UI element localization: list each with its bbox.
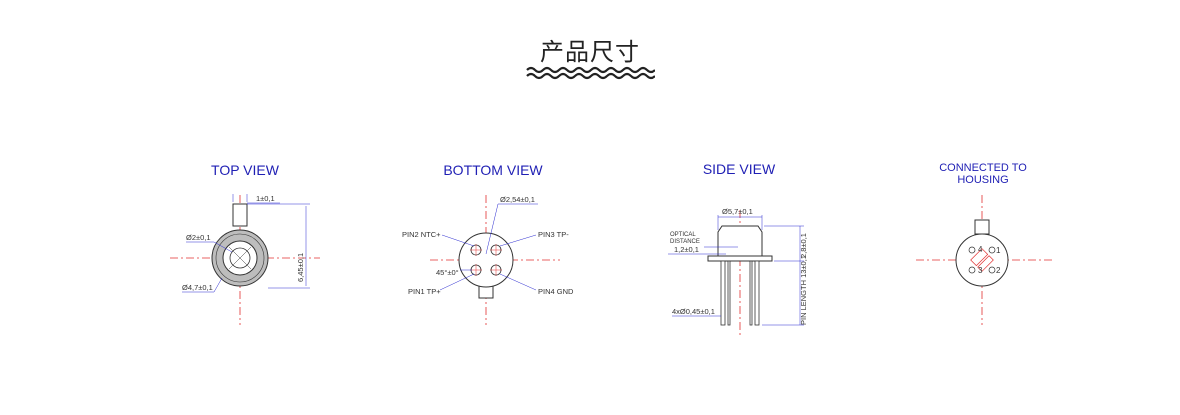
connection-view-drawing: 4 1 3 2 (916, 195, 1054, 325)
bottom-view-title: BOTTOM VIEW (443, 162, 543, 178)
title-wave-underline (526, 66, 655, 80)
connection-title-line2: HOUSING (957, 174, 1009, 186)
bottom-pin2-label: PIN2 NTC+ (402, 230, 441, 239)
connection-pin-3: 3 (978, 266, 983, 275)
page-title: 产品尺寸 (540, 38, 640, 66)
bottom-pin1-label: PIN1 TP+ (408, 287, 441, 296)
bottom-pin4-label: PIN4 GND (538, 287, 574, 296)
connection-view-title: CONNECTED TO HOUSING (908, 162, 1058, 186)
connection-title-line1: CONNECTED TO (939, 162, 1027, 174)
top-outer-dim: Ø4,7±0,1 (182, 283, 213, 292)
side-view-title: SIDE VIEW (702, 161, 776, 177)
top-view-drawing: 1±0,1 6,45±0,1 Ø2±0,1 Ø4,7±0,1 (170, 194, 320, 325)
bottom-pin3-label: PIN3 TP- (538, 230, 569, 239)
side-optical-value: 1,2±0,1 (674, 245, 699, 254)
connection-pin-1: 1 (996, 246, 1001, 255)
top-height-dim: 6,45±0,1 (296, 253, 305, 282)
connection-pin-4: 4 (978, 245, 983, 254)
top-view-title: TOP VIEW (211, 162, 279, 178)
side-pin-diameter: 4xØ0,45±0,1 (672, 307, 715, 316)
top-inner-dim: Ø2±0,1 (186, 233, 211, 242)
side-pin-length: PIN LENGTH 13±0,1 (799, 255, 808, 325)
side-top-dim: Ø5,7±0,1 (722, 207, 753, 216)
bottom-pitch-dim: Ø2,54±0,1 (500, 195, 535, 204)
top-tab-dim: 1±0,1 (256, 194, 275, 203)
connection-pin-2: 2 (996, 266, 1001, 275)
bottom-angle-label: 45°±0° (436, 268, 459, 277)
side-optical-label-2: DISTANCE (670, 239, 700, 245)
side-view-drawing: Ø5,7±0,1 OPTICAL DISTANCE 1,2±0,1 2,8±0,… (668, 207, 808, 338)
side-body-dim: 2,8±0,1 (799, 233, 808, 258)
side-optical-label-1: OPTICAL (670, 232, 696, 238)
bottom-view-drawing: Ø2,54±0,1 PIN2 NTC+ PIN3 TP- 45°±0° PIN1… (402, 195, 574, 325)
